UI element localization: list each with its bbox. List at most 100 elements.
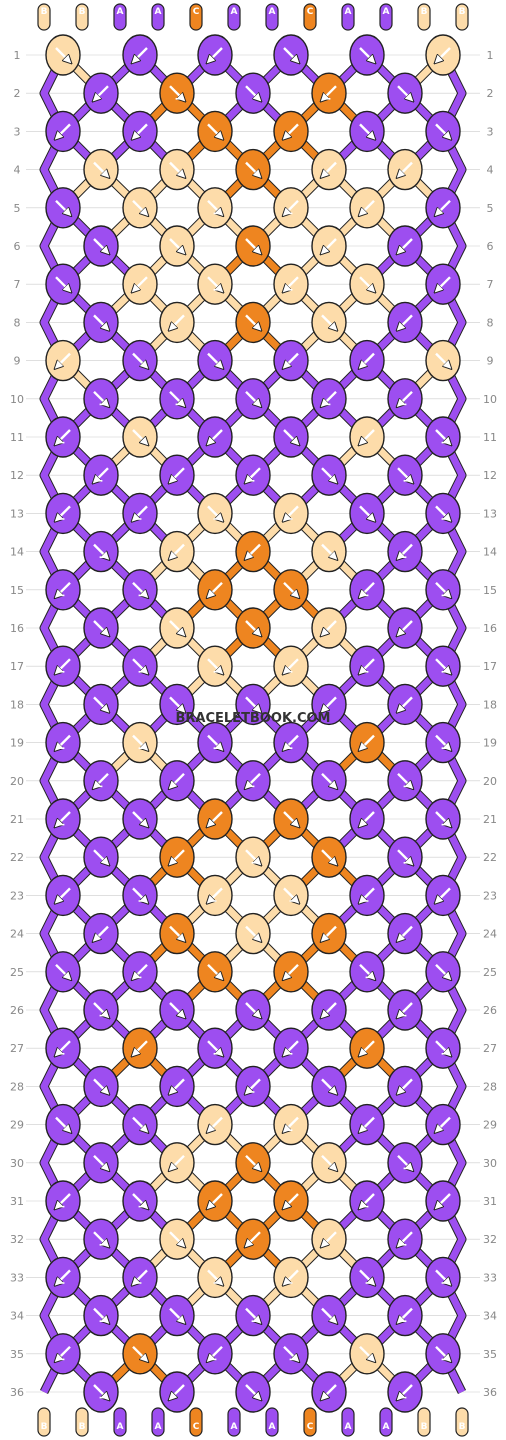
knot-arrow bbox=[245, 1307, 260, 1323]
knot bbox=[83, 378, 119, 420]
row-number-right: 21 bbox=[483, 813, 497, 826]
knot-arrow bbox=[283, 1345, 298, 1361]
knot bbox=[425, 110, 461, 153]
strand-end bbox=[227, 3, 241, 31]
knot bbox=[387, 836, 423, 878]
knot-arrow bbox=[360, 352, 375, 368]
strand-end bbox=[151, 1407, 165, 1437]
knot bbox=[387, 72, 423, 114]
knot bbox=[425, 645, 461, 687]
knot-arrow bbox=[93, 849, 108, 864]
knot bbox=[273, 721, 309, 764]
knot bbox=[83, 454, 119, 496]
knot-arrow bbox=[284, 658, 299, 673]
knot bbox=[122, 492, 158, 535]
knot-arrow bbox=[208, 887, 223, 902]
row-number-right: 23 bbox=[483, 889, 497, 902]
knot bbox=[235, 148, 271, 191]
knot-arrow bbox=[133, 963, 148, 979]
knot bbox=[197, 569, 233, 611]
row-number-left: 31 bbox=[10, 1195, 24, 1208]
knot bbox=[122, 951, 158, 993]
knot bbox=[273, 492, 309, 535]
knot bbox=[159, 1294, 195, 1337]
bottom-strand: A bbox=[265, 1407, 279, 1437]
knot-arrow bbox=[245, 314, 260, 329]
knot-arrow bbox=[207, 963, 222, 979]
knot-arrow bbox=[208, 1193, 223, 1208]
knot bbox=[311, 1218, 347, 1260]
knot-arrow bbox=[398, 1307, 413, 1323]
knot-arrow bbox=[170, 314, 185, 329]
top-strand: A bbox=[151, 3, 165, 31]
knot bbox=[83, 607, 119, 649]
row-number-left: 6 bbox=[14, 240, 21, 253]
knot bbox=[159, 454, 195, 496]
knot bbox=[159, 836, 195, 878]
strand-end bbox=[113, 3, 127, 31]
row-number-right: 26 bbox=[483, 1004, 497, 1017]
knot-arrow bbox=[170, 849, 185, 864]
knot-arrow bbox=[208, 1116, 223, 1132]
row-number-left: 29 bbox=[10, 1119, 24, 1132]
knot bbox=[387, 454, 423, 496]
knot bbox=[197, 34, 233, 76]
knot-arrow bbox=[321, 314, 336, 329]
knot-arrow bbox=[284, 963, 299, 979]
knot-arrow bbox=[321, 849, 336, 864]
knot-arrow bbox=[246, 543, 261, 559]
knot bbox=[45, 339, 81, 382]
knot-arrow bbox=[56, 1269, 71, 1284]
knot bbox=[273, 34, 309, 76]
knot bbox=[45, 110, 81, 153]
knot bbox=[197, 1180, 233, 1222]
strand-label: C bbox=[307, 7, 314, 17]
strand-end bbox=[341, 3, 355, 31]
knot-arrow bbox=[246, 772, 261, 788]
row-number-left: 23 bbox=[10, 889, 24, 902]
row-number-right: 3 bbox=[487, 125, 494, 138]
row-number-right: 11 bbox=[483, 431, 497, 444]
knot bbox=[387, 607, 423, 649]
knot bbox=[387, 683, 423, 726]
knot-arrow bbox=[93, 1231, 108, 1246]
knot bbox=[45, 1256, 81, 1299]
knot-arrow bbox=[398, 314, 413, 329]
row-number-right: 18 bbox=[483, 698, 497, 711]
row-number-left: 12 bbox=[10, 469, 24, 482]
knot-arrow bbox=[283, 811, 298, 826]
knot-arrow bbox=[94, 85, 109, 100]
knot-arrow bbox=[435, 581, 450, 597]
top-strand: A bbox=[379, 3, 393, 31]
knot bbox=[425, 263, 461, 305]
knot bbox=[45, 569, 81, 611]
knot bbox=[122, 645, 158, 687]
knot bbox=[45, 1180, 81, 1222]
knot-arrow bbox=[170, 1078, 185, 1093]
knot bbox=[311, 836, 347, 878]
knot bbox=[45, 798, 81, 840]
knot bbox=[83, 1371, 119, 1413]
row-number-left: 33 bbox=[10, 1271, 24, 1284]
knot-arrow bbox=[169, 620, 184, 635]
row-number-right: 1 bbox=[487, 49, 494, 62]
knot-arrow bbox=[208, 1345, 223, 1361]
knot bbox=[159, 1142, 195, 1184]
row-number-left: 28 bbox=[10, 1080, 24, 1093]
knot-arrow bbox=[359, 123, 374, 138]
knot bbox=[425, 339, 461, 382]
knot-arrow bbox=[284, 276, 299, 291]
knot bbox=[159, 148, 195, 191]
knot bbox=[311, 912, 347, 955]
knot-arrow bbox=[56, 658, 71, 673]
row-number-left: 2 bbox=[14, 87, 21, 100]
top-strand: C bbox=[303, 3, 317, 31]
row-number-left: 36 bbox=[10, 1386, 24, 1399]
row-number-right: 36 bbox=[483, 1386, 497, 1399]
knot-arrow bbox=[435, 352, 450, 368]
knot bbox=[311, 72, 347, 114]
knot-arrow bbox=[321, 1154, 336, 1170]
knot-arrow bbox=[359, 505, 374, 520]
knot-arrow bbox=[94, 925, 109, 941]
knot bbox=[197, 645, 233, 687]
